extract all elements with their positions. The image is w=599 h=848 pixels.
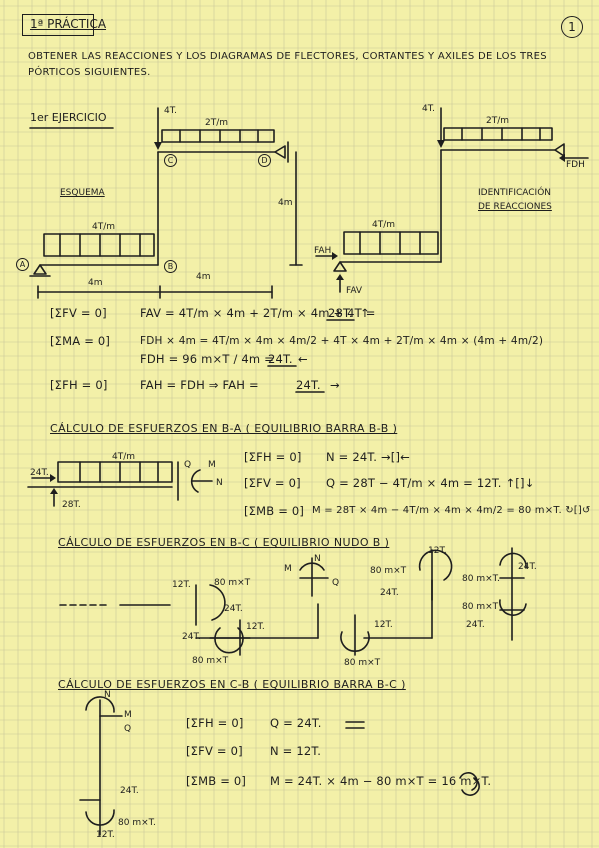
ba-eq1-label: [ΣFH = 0] bbox=[244, 450, 302, 464]
cb-eq2-text: N = 12T. bbox=[270, 744, 322, 758]
cb-M: M bbox=[124, 710, 132, 720]
ident-bottom-dist: 4T/m bbox=[372, 220, 396, 230]
title-box bbox=[22, 14, 94, 36]
node-D: D bbox=[258, 154, 271, 167]
cb-f24: 24T. bbox=[120, 786, 139, 796]
cb-eq3-label: [ΣMB = 0] bbox=[186, 774, 247, 788]
ba-N: N bbox=[216, 478, 223, 488]
bc-f80d: 80 m×T bbox=[344, 658, 381, 668]
bc-f24c: 24T. bbox=[380, 588, 399, 598]
bc-f24b: 24T. bbox=[182, 632, 201, 642]
cb-eq2-label: [ΣFV = 0] bbox=[186, 744, 243, 758]
dist-load-top bbox=[161, 129, 275, 143]
label-span-2: 4m bbox=[196, 272, 211, 282]
eq2-text: FDH × 4m = 4T/m × 4m × 4m/2 + 4T × 4m + … bbox=[140, 335, 544, 347]
bc-f80f: 80 m×T bbox=[462, 602, 499, 612]
eq4-result: 24T. bbox=[296, 378, 321, 392]
eq3-result: 24T. bbox=[268, 352, 293, 366]
support-D bbox=[274, 145, 286, 159]
cb-Q: Q bbox=[124, 724, 132, 734]
label-top-load: 4T. bbox=[164, 106, 178, 116]
eq1-arrow: ↑ bbox=[360, 306, 370, 320]
bc-f12b: 12T. bbox=[246, 622, 265, 632]
bc-f24a: 24T. bbox=[224, 604, 243, 614]
page-title: 1ª PRÁCTICA bbox=[30, 17, 107, 31]
ba-eq3-label: [ΣMB = 0] bbox=[244, 504, 305, 518]
bc-f80a: 80 m×T bbox=[214, 578, 251, 588]
eq1-result: 28T. bbox=[328, 306, 353, 320]
page-number: 1 bbox=[568, 20, 576, 34]
cb-eq3-text: M = 24T. × 4m − 80 m×T = 16 m×T. bbox=[270, 774, 492, 788]
eq2-label: [ΣMA = 0] bbox=[50, 334, 111, 348]
bc-f12d: 12T. bbox=[374, 620, 393, 630]
section-BA-heading: CÁLCULO DE ESFUERZOS EN B-A ( EQUILIBRIO… bbox=[50, 422, 398, 435]
ident-title-1: IDENTIFICACIÓN bbox=[478, 188, 552, 198]
support-A bbox=[33, 264, 47, 275]
bc-Q: Q bbox=[332, 578, 340, 588]
ident-top-load: 4T. bbox=[422, 104, 436, 114]
bc-N: N bbox=[314, 554, 321, 564]
eq1-text: FAV = 4T/m × 4m + 2T/m × 4m + 4T = bbox=[140, 306, 376, 320]
node-B: B bbox=[164, 260, 177, 273]
ba-Q: Q bbox=[184, 460, 192, 470]
statement-line-2: PÓRTICOS SIGUIENTES. bbox=[28, 67, 151, 78]
page-number-circle: 1 bbox=[561, 16, 583, 38]
bc-f80e: 80 m×T. bbox=[462, 574, 500, 584]
ba-eq1-text: N = 24T. →[]← bbox=[326, 450, 410, 464]
label-span-1: 4m bbox=[88, 278, 103, 288]
cb-N: N bbox=[104, 690, 111, 700]
statement-line-1: OBTENER LAS REACCIONES Y LOS DIAGRAMAS D… bbox=[28, 51, 547, 62]
eq3-arrow: ← bbox=[298, 352, 308, 366]
ba-eq3-text: M = 28T × 4m − 4T/m × 4m × 4m/2 = 80 m×T… bbox=[312, 505, 591, 516]
eq4-arrow: → bbox=[330, 378, 340, 392]
ba-dist-load bbox=[57, 461, 173, 483]
node-A: A bbox=[16, 258, 29, 271]
eq3-text: FDH = 96 m×T / 4m = bbox=[140, 352, 275, 366]
eq4-text: FAH = FDH ⇒ FAH = bbox=[140, 378, 259, 392]
node-C: C bbox=[164, 154, 177, 167]
ident-dist-top bbox=[443, 127, 553, 141]
bc-M: M bbox=[284, 564, 292, 574]
ba-eq2-text: Q = 28T − 4T/m × 4m = 12T. ↑[]↓ bbox=[326, 476, 535, 490]
ident-FAV: FAV bbox=[346, 286, 363, 296]
bc-f24e: 24T. bbox=[518, 562, 537, 572]
cb-f80: 80 m×T. bbox=[118, 818, 156, 828]
ident-FAH: FAH bbox=[314, 246, 332, 256]
ba-force-v: 28T. bbox=[62, 500, 81, 510]
bc-f12a: 12T. bbox=[172, 580, 191, 590]
label-bottom-dist: 4T/m bbox=[92, 222, 116, 232]
label-esquema: ESQUEMA bbox=[60, 188, 105, 198]
ident-title-2: DE REACCIONES bbox=[478, 202, 552, 212]
bc-f12c: 12T. bbox=[428, 546, 447, 556]
cb-eq1-text: Q = 24T. bbox=[270, 716, 322, 730]
ident-top-dist: 2T/m bbox=[486, 116, 510, 126]
section-BC-heading: CÁLCULO DE ESFUERZOS EN B-C ( EQUILIBRIO… bbox=[58, 536, 390, 549]
ident-FDH: FDH bbox=[566, 160, 585, 170]
bc-f80b: 80 m×T bbox=[192, 656, 229, 666]
ba-M: M bbox=[208, 460, 216, 470]
cb-eq1-label: [ΣFH = 0] bbox=[186, 716, 244, 730]
ba-dist: 4T/m bbox=[112, 452, 136, 462]
section-CB-heading: CÁLCULO DE ESFUERZOS EN C-B ( EQUILIBRIO… bbox=[58, 678, 406, 691]
eq1-label: [ΣFV = 0] bbox=[50, 306, 107, 320]
ba-eq2-label: [ΣFV = 0] bbox=[244, 476, 301, 490]
ba-force-h: 24T. bbox=[30, 468, 49, 478]
bc-f80c: 80 m×T bbox=[370, 566, 407, 576]
label-height: 4m bbox=[278, 198, 293, 208]
exercise-heading: 1er EJERCICIO bbox=[30, 111, 107, 124]
cb-f12: 12T. bbox=[96, 830, 115, 840]
dist-load-bottom bbox=[43, 233, 155, 257]
ident-dist-bottom bbox=[343, 231, 439, 255]
bc-f24f: 24T. bbox=[466, 620, 485, 630]
eq4-label: [ΣFH = 0] bbox=[50, 378, 108, 392]
label-top-dist: 2T/m bbox=[205, 118, 229, 128]
